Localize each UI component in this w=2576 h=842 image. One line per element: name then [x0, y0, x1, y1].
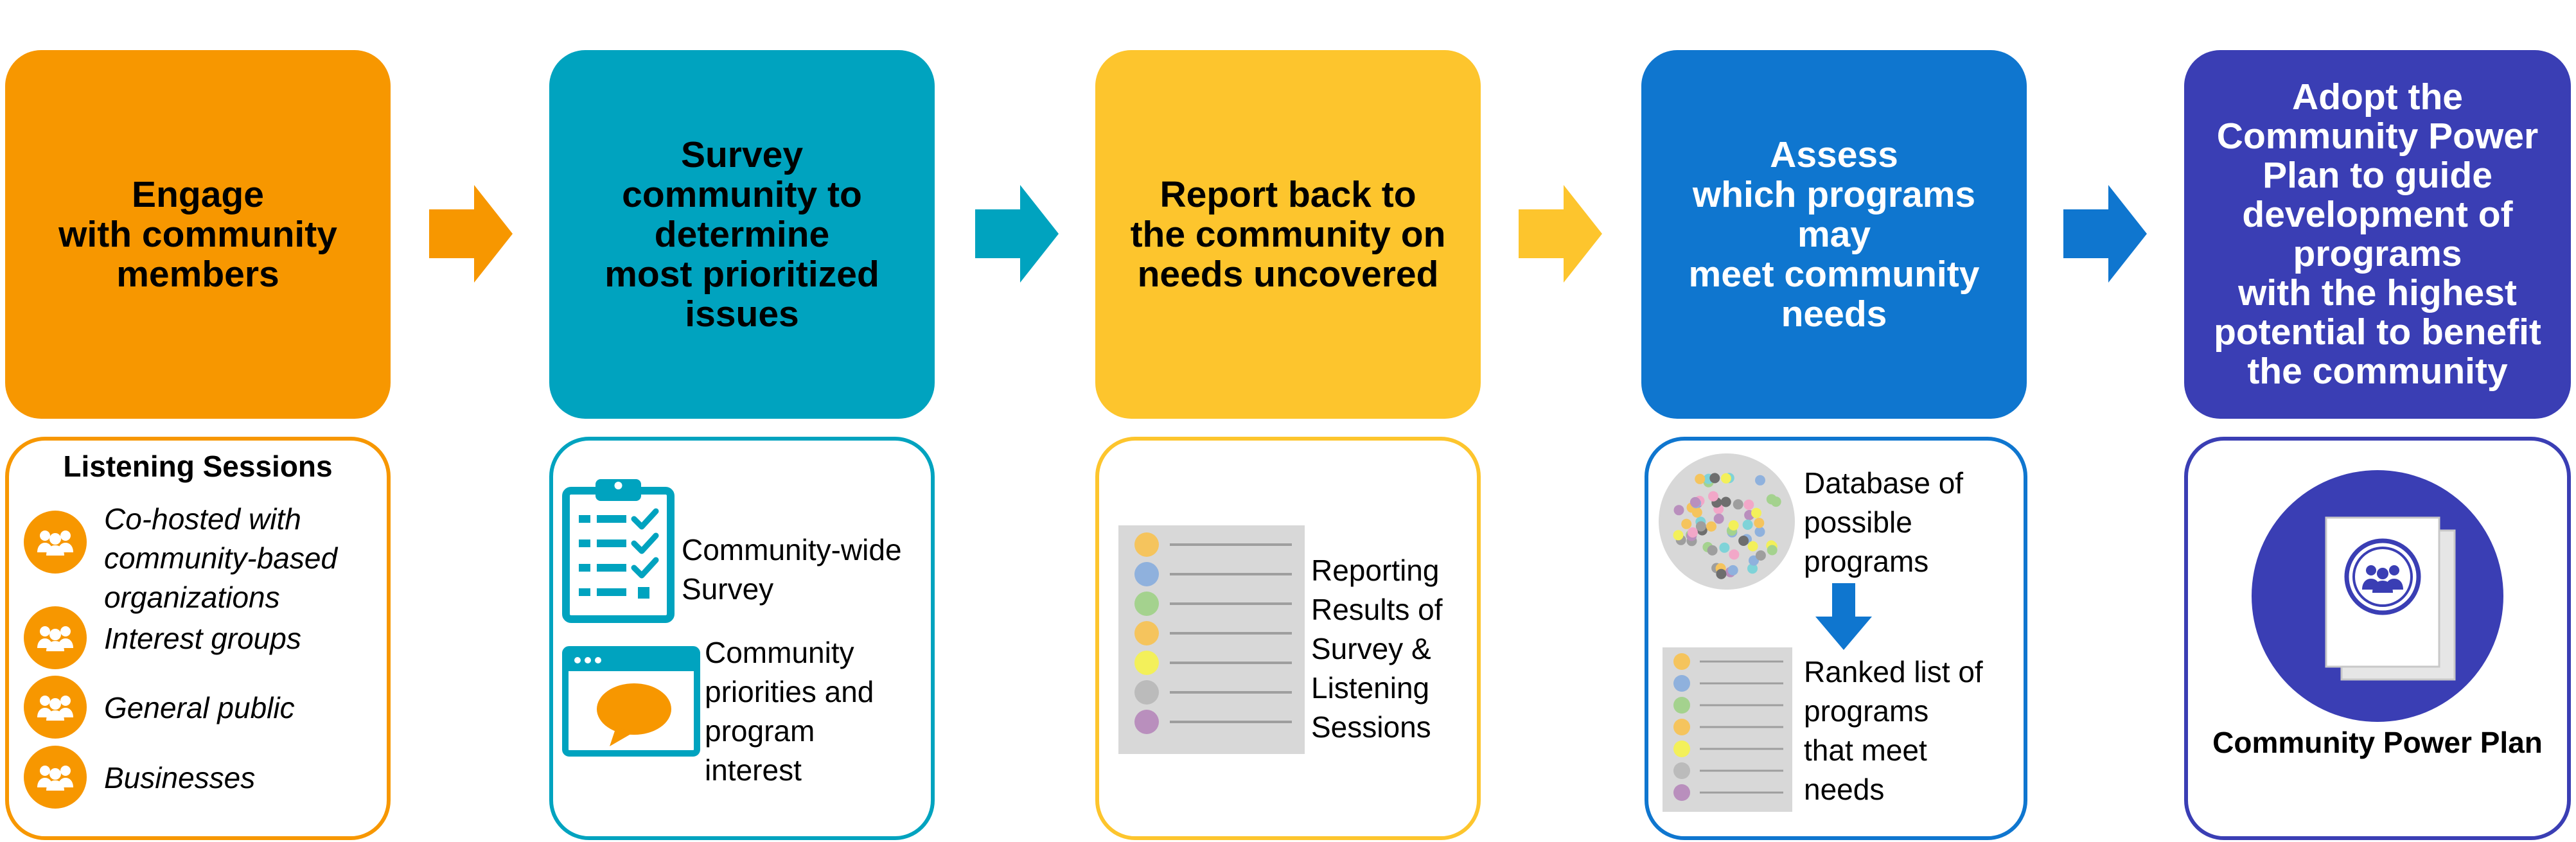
step-assess-panel: Database of possible programs Ranked lis… [1645, 437, 2027, 840]
step-adopt-title: Adopt the Community Power Plan to guide … [2214, 76, 2541, 392]
people-icon [24, 606, 87, 669]
dot-cluster-icon [1659, 453, 1795, 590]
people-icon [24, 676, 87, 739]
ranked-list-icon [1663, 647, 1792, 812]
speech-bubble-window-icon [562, 646, 700, 757]
plan-document-icon [2252, 470, 2503, 722]
step-assess-header: Assess which programs may meet community… [1641, 50, 2027, 419]
arrow-right-icon [2063, 185, 2147, 283]
report-list-icon [1118, 525, 1305, 754]
step-adopt-header: Adopt the Community Power Plan to guide … [2184, 50, 2571, 419]
listening-item-interest-groups: Interest groups [104, 622, 301, 655]
people-icon [24, 511, 87, 574]
clipboard-checklist-icon [562, 479, 675, 623]
assess-item-database: Database of possible programs [1804, 466, 1964, 578]
arrow-down-icon [1815, 583, 1872, 650]
listening-item-general-public: General public [104, 691, 295, 724]
step-engage-header: Engage with community members [5, 50, 391, 419]
step-survey-panel: Community-wide Survey Community prioriti… [549, 437, 935, 840]
people-icon [24, 746, 87, 809]
community-power-plan-caption: Community Power Plan [2212, 726, 2543, 759]
survey-item-priorities: Community priorities and program interes… [705, 636, 874, 787]
step-engage-panel: Listening Sessions Co-hosted with commun… [5, 437, 391, 840]
report-item-results: Reporting Results of Survey & Listening … [1311, 554, 1443, 744]
step-engage-title: Engage with community members [58, 174, 337, 295]
survey-item-community-wide: Community-wide Survey [682, 533, 902, 606]
assess-item-ranked-list: Ranked list of programs that meet needs [1804, 655, 1983, 806]
listening-item-cohosted: Co-hosted with community-based organizat… [104, 502, 338, 614]
arrow-right-icon [1519, 185, 1602, 283]
step-report-title: Report back to the community on needs un… [1130, 174, 1446, 295]
step-report-header: Report back to the community on needs un… [1095, 50, 1481, 419]
step-survey-title: Survey community to determine most prior… [604, 134, 879, 335]
step-report-panel: Reporting Results of Survey & Listening … [1095, 437, 1481, 840]
step-survey-header: Survey community to determine most prior… [549, 50, 935, 419]
arrow-right-icon [975, 185, 1059, 283]
step-assess-title: Assess which programs may meet community… [1688, 134, 1980, 335]
arrow-right-icon [429, 185, 513, 283]
listening-sessions-heading: Listening Sessions [63, 450, 333, 483]
step-adopt-panel: Community Power Plan [2184, 437, 2571, 840]
listening-item-businesses: Businesses [104, 761, 256, 794]
